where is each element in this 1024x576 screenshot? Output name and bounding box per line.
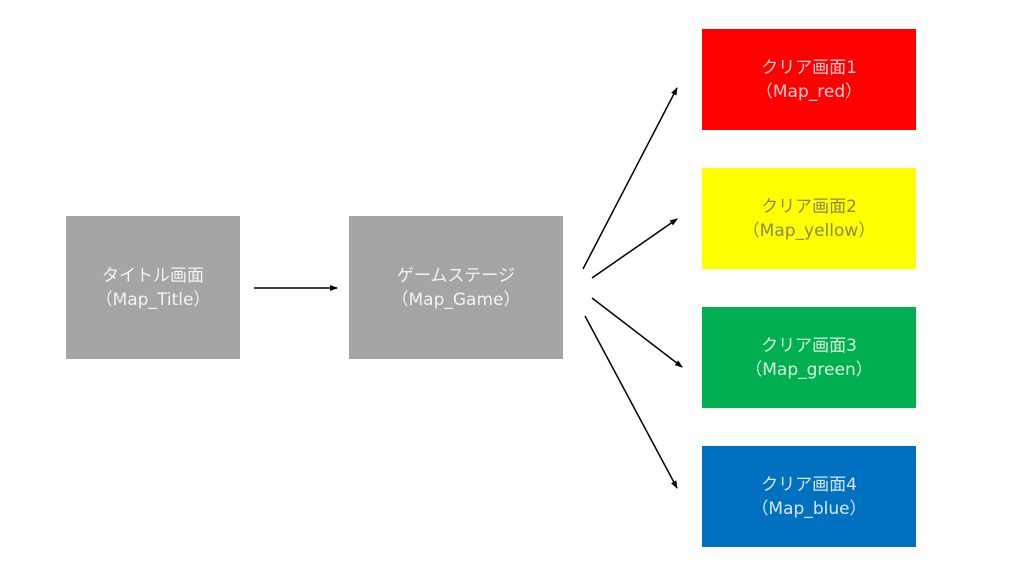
node-map: （Map_blue）: [751, 498, 867, 519]
node-clear-red: クリア画面1 （Map_red）: [702, 29, 916, 130]
node-clear-blue: クリア画面4 （Map_blue）: [702, 446, 916, 547]
node-map: （Map_Game）: [391, 289, 521, 310]
node-map: （Map_green）: [745, 359, 873, 380]
node-label: ゲームステージ: [396, 265, 516, 286]
node-map: （Map_yellow）: [742, 220, 876, 241]
node-clear-yellow: クリア画面2 （Map_yellow）: [702, 168, 916, 269]
node-map: （Map_red）: [755, 81, 863, 102]
node-label: クリア画面2: [761, 196, 857, 217]
arrow-game-to-red: [582, 87, 678, 270]
node-label: クリア画面1: [761, 57, 857, 78]
arrow-game-to-yellow: [591, 218, 678, 279]
node-label: クリア画面3: [761, 335, 857, 356]
node-game-stage: ゲームステージ （Map_Game）: [349, 216, 563, 359]
arrow-game-to-green: [591, 297, 683, 368]
node-title-screen: タイトル画面 （Map_Title）: [66, 216, 240, 359]
node-clear-green: クリア画面3 （Map_green）: [702, 307, 916, 408]
node-label: クリア画面4: [761, 474, 857, 495]
node-map: （Map_Title）: [95, 289, 211, 310]
arrow-game-to-blue: [584, 315, 678, 489]
node-label: タイトル画面: [102, 265, 204, 286]
